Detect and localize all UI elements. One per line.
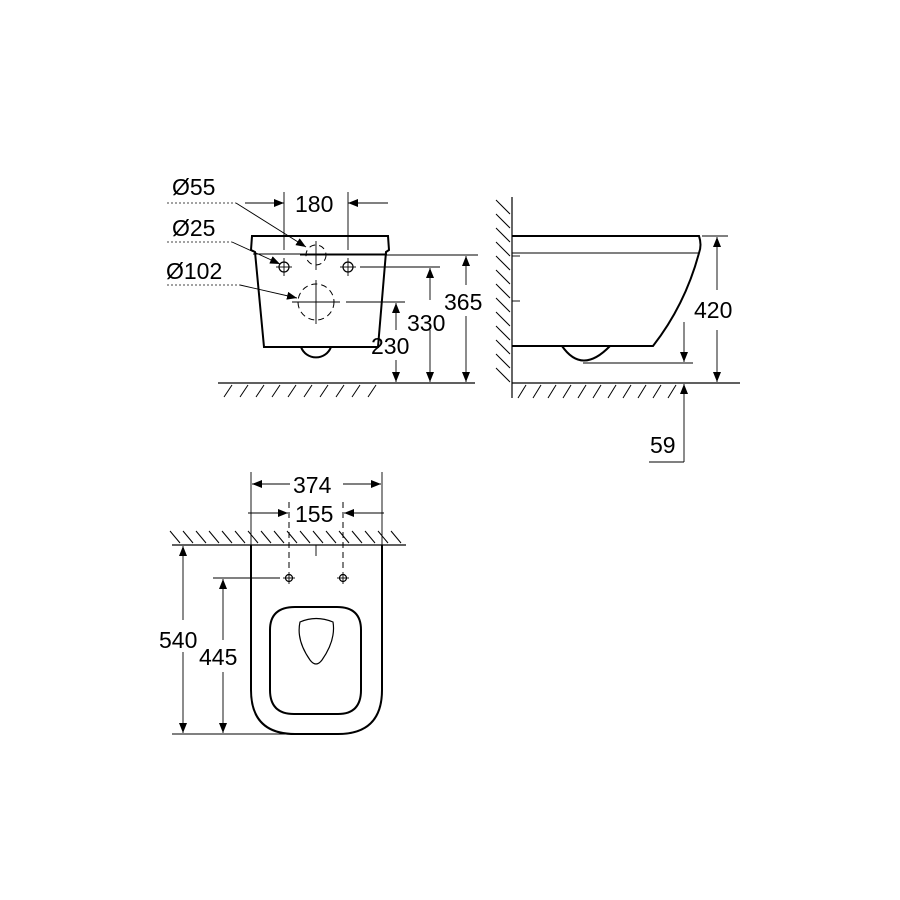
label-445: 445 <box>199 644 237 670</box>
seat-outline <box>269 606 362 715</box>
label-420: 420 <box>694 297 732 323</box>
label-dia-25: Ø25 <box>172 215 215 241</box>
label-155: 155 <box>295 501 333 527</box>
floor-hatch-side <box>517 384 677 399</box>
top-view: 374 155 540 445 <box>159 472 406 735</box>
front-view: Ø55 180 Ø25 Ø102 365 330 230 <box>166 174 482 398</box>
bowl-front-outline <box>249 235 391 348</box>
trap-side <box>561 345 611 362</box>
wall-hatch <box>495 199 511 383</box>
label-230: 230 <box>371 333 409 359</box>
wall-hatch-top <box>169 530 402 544</box>
label-59: 59 <box>650 432 676 458</box>
label-374: 374 <box>293 472 332 498</box>
trap-outline <box>300 346 332 359</box>
label-180: 180 <box>295 191 333 217</box>
label-dia-102: Ø102 <box>166 258 222 284</box>
bowl-top-outline <box>250 545 383 735</box>
label-540: 540 <box>159 627 197 653</box>
floor-hatch <box>223 384 377 398</box>
side-view: 420 59 <box>495 197 740 463</box>
bowl-side-outline <box>512 235 702 347</box>
bowl-opening <box>298 617 335 665</box>
label-330: 330 <box>407 310 445 336</box>
label-dia-55: Ø55 <box>172 174 215 200</box>
label-365: 365 <box>444 289 482 315</box>
